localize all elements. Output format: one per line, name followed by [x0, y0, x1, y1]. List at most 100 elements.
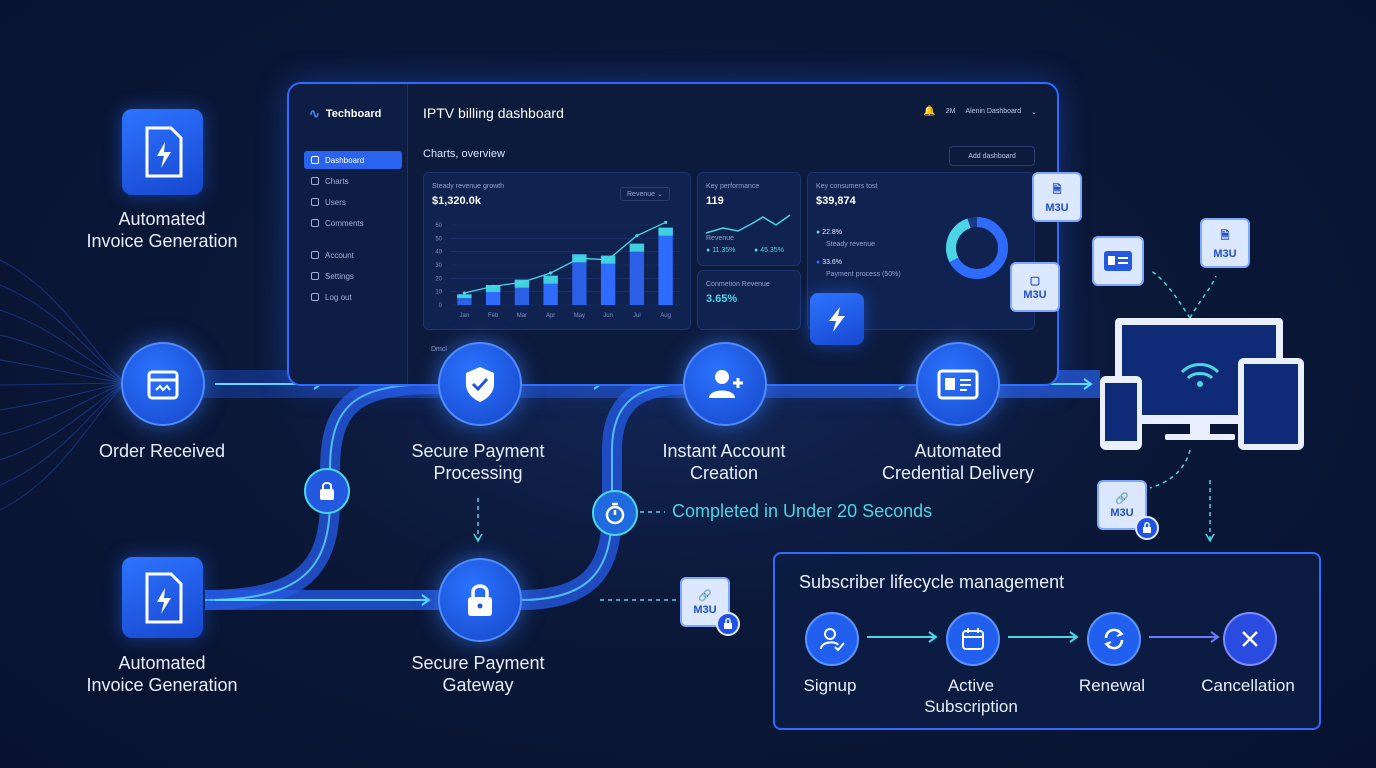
dashboard-window: ∿ Techboard Dashboard Charts Users Comme… [287, 82, 1059, 386]
id-card-icon [1104, 251, 1132, 271]
shield-check-icon [466, 367, 494, 402]
revenue-card: Steady revenue growth $1,320.0k Revenue … [423, 172, 691, 330]
link-icon: 🔗 [698, 589, 712, 602]
id-card-icon [937, 369, 979, 400]
label-order-received: Order Received [98, 441, 226, 461]
conversion-value: 3.65% [706, 293, 738, 305]
x-tick-label: Feb [488, 313, 499, 319]
brand-logo: ∿ Techboard [309, 106, 381, 122]
trend-point [664, 220, 668, 224]
consumers-stat-2-label: Payment process (50%) [826, 271, 901, 278]
m3u-label: M3U [1023, 288, 1047, 301]
x-tick-label: Apr [546, 313, 555, 319]
lock-icon [1135, 516, 1159, 540]
lock-icon [320, 482, 334, 500]
m3u-tv-file: ▢ M3U [1010, 262, 1060, 312]
x-tick-label: Jul [633, 313, 641, 319]
x-tick-label: Mar [517, 313, 527, 319]
x-tick-label: Aug [660, 313, 671, 319]
nav-item-logout[interactable]: Log out [304, 288, 402, 306]
trend-point [549, 271, 553, 275]
conversion-card: Conmetion Revenue 3.65% [697, 270, 801, 330]
m3u-label: M3U [693, 603, 717, 616]
nav-item-dashboard[interactable]: Dashboard [304, 151, 402, 169]
lifecycle-arrows [867, 631, 1220, 643]
bar [572, 254, 587, 305]
trend-point [462, 291, 466, 295]
bar [629, 243, 645, 305]
trend-point [520, 280, 524, 284]
invoice-icon-top [122, 109, 203, 195]
user-menu[interactable]: 🔔 2M Alenin Dashboard ⌄ [923, 106, 1037, 117]
nav-item-users[interactable]: Users [304, 193, 402, 211]
bar-highlight [457, 294, 472, 299]
stopwatch-icon [605, 502, 625, 525]
nav-item-comments[interactable]: Comments [304, 214, 402, 232]
calendar-icon [962, 628, 984, 650]
nav-label: Log out [325, 292, 352, 302]
nav-item-charts[interactable]: Charts [304, 172, 402, 190]
lifecycle-node-cancellation [1223, 612, 1277, 666]
revenue-label: Steady revenue growth [432, 183, 504, 190]
nav-label: Users [325, 197, 346, 207]
lifecycle-node-renewal [1087, 612, 1141, 666]
y-tick-label: 0 [439, 303, 443, 309]
label-secure-payment: Secure Payment Processing [411, 441, 545, 483]
add-dashboard-button[interactable]: Add dashboard [949, 146, 1035, 166]
node-order-received [121, 342, 205, 426]
lifecycle-label-active: Active Subscription [924, 676, 1018, 716]
m3u-file-2: 🗎 M3U [1200, 218, 1250, 268]
bottom-card-label: Dmcl [431, 346, 447, 353]
lock-badge [304, 468, 350, 514]
document-icon: 🗎 [1220, 229, 1230, 242]
bar [457, 294, 472, 305]
bar [600, 255, 616, 305]
bar [658, 227, 673, 305]
nav-item-account[interactable]: Account [304, 246, 402, 264]
users-icon [311, 198, 319, 206]
node-credential-delivery [916, 342, 1000, 426]
chevron-down-icon: ⌄ [1031, 108, 1037, 116]
node-account-creation [683, 342, 767, 426]
bar-highlight [543, 275, 558, 284]
nav-label: Dashboard [325, 155, 365, 165]
label-payment-gateway: Secure Payment Gateway [411, 653, 545, 695]
grid-icon [311, 156, 319, 164]
x-tick-label: May [574, 313, 585, 319]
bar-highlight [658, 227, 673, 236]
add-user-icon [709, 370, 743, 398]
trend-point [606, 258, 610, 262]
user-check-icon [820, 628, 845, 652]
id-card-file [1092, 236, 1144, 286]
node-payment-gateway [438, 558, 522, 642]
y-tick-label: 10 [435, 290, 442, 296]
bell-icon[interactable]: 🔔 [923, 106, 936, 117]
trend-point [491, 284, 495, 288]
link-icon: 🔗 [1115, 492, 1129, 505]
dropdown-label: Revenue [627, 191, 656, 198]
nav-label: Comments [325, 218, 364, 228]
y-tick-label: 60 [435, 223, 442, 229]
kpi-sub-label: Revenue [706, 235, 735, 242]
consumers-stat-2: ● 33.6% [816, 259, 843, 266]
brand-name: Techboard [325, 108, 382, 120]
trend-point [577, 256, 581, 260]
kpi-sparkline [705, 214, 791, 234]
document-icon: 🗎 [1052, 183, 1062, 196]
gear-icon [311, 272, 319, 280]
account-icon [311, 251, 319, 259]
nav-item-settings[interactable]: Settings [304, 267, 402, 285]
lifecycle-title: Subscriber lifecycle management [799, 572, 1065, 592]
user-badge: 2M [945, 108, 956, 115]
revenue-dropdown[interactable]: Revenue ⌄ [620, 187, 670, 201]
kpi-stat-1-value: 11.35% [712, 247, 736, 254]
lifecycle-node-signup [805, 612, 859, 666]
m3u-label: M3U [1213, 247, 1237, 260]
lifecycle-label-signup: Signup [803, 676, 857, 695]
dashboard-title: IPTV billing dashboard [423, 105, 564, 121]
lifecycle-node-active [946, 612, 1000, 666]
document-bolt-icon [145, 572, 182, 623]
consumers-stat-1-label: Steady revenue [826, 241, 876, 248]
node-secure-payment [438, 342, 522, 426]
